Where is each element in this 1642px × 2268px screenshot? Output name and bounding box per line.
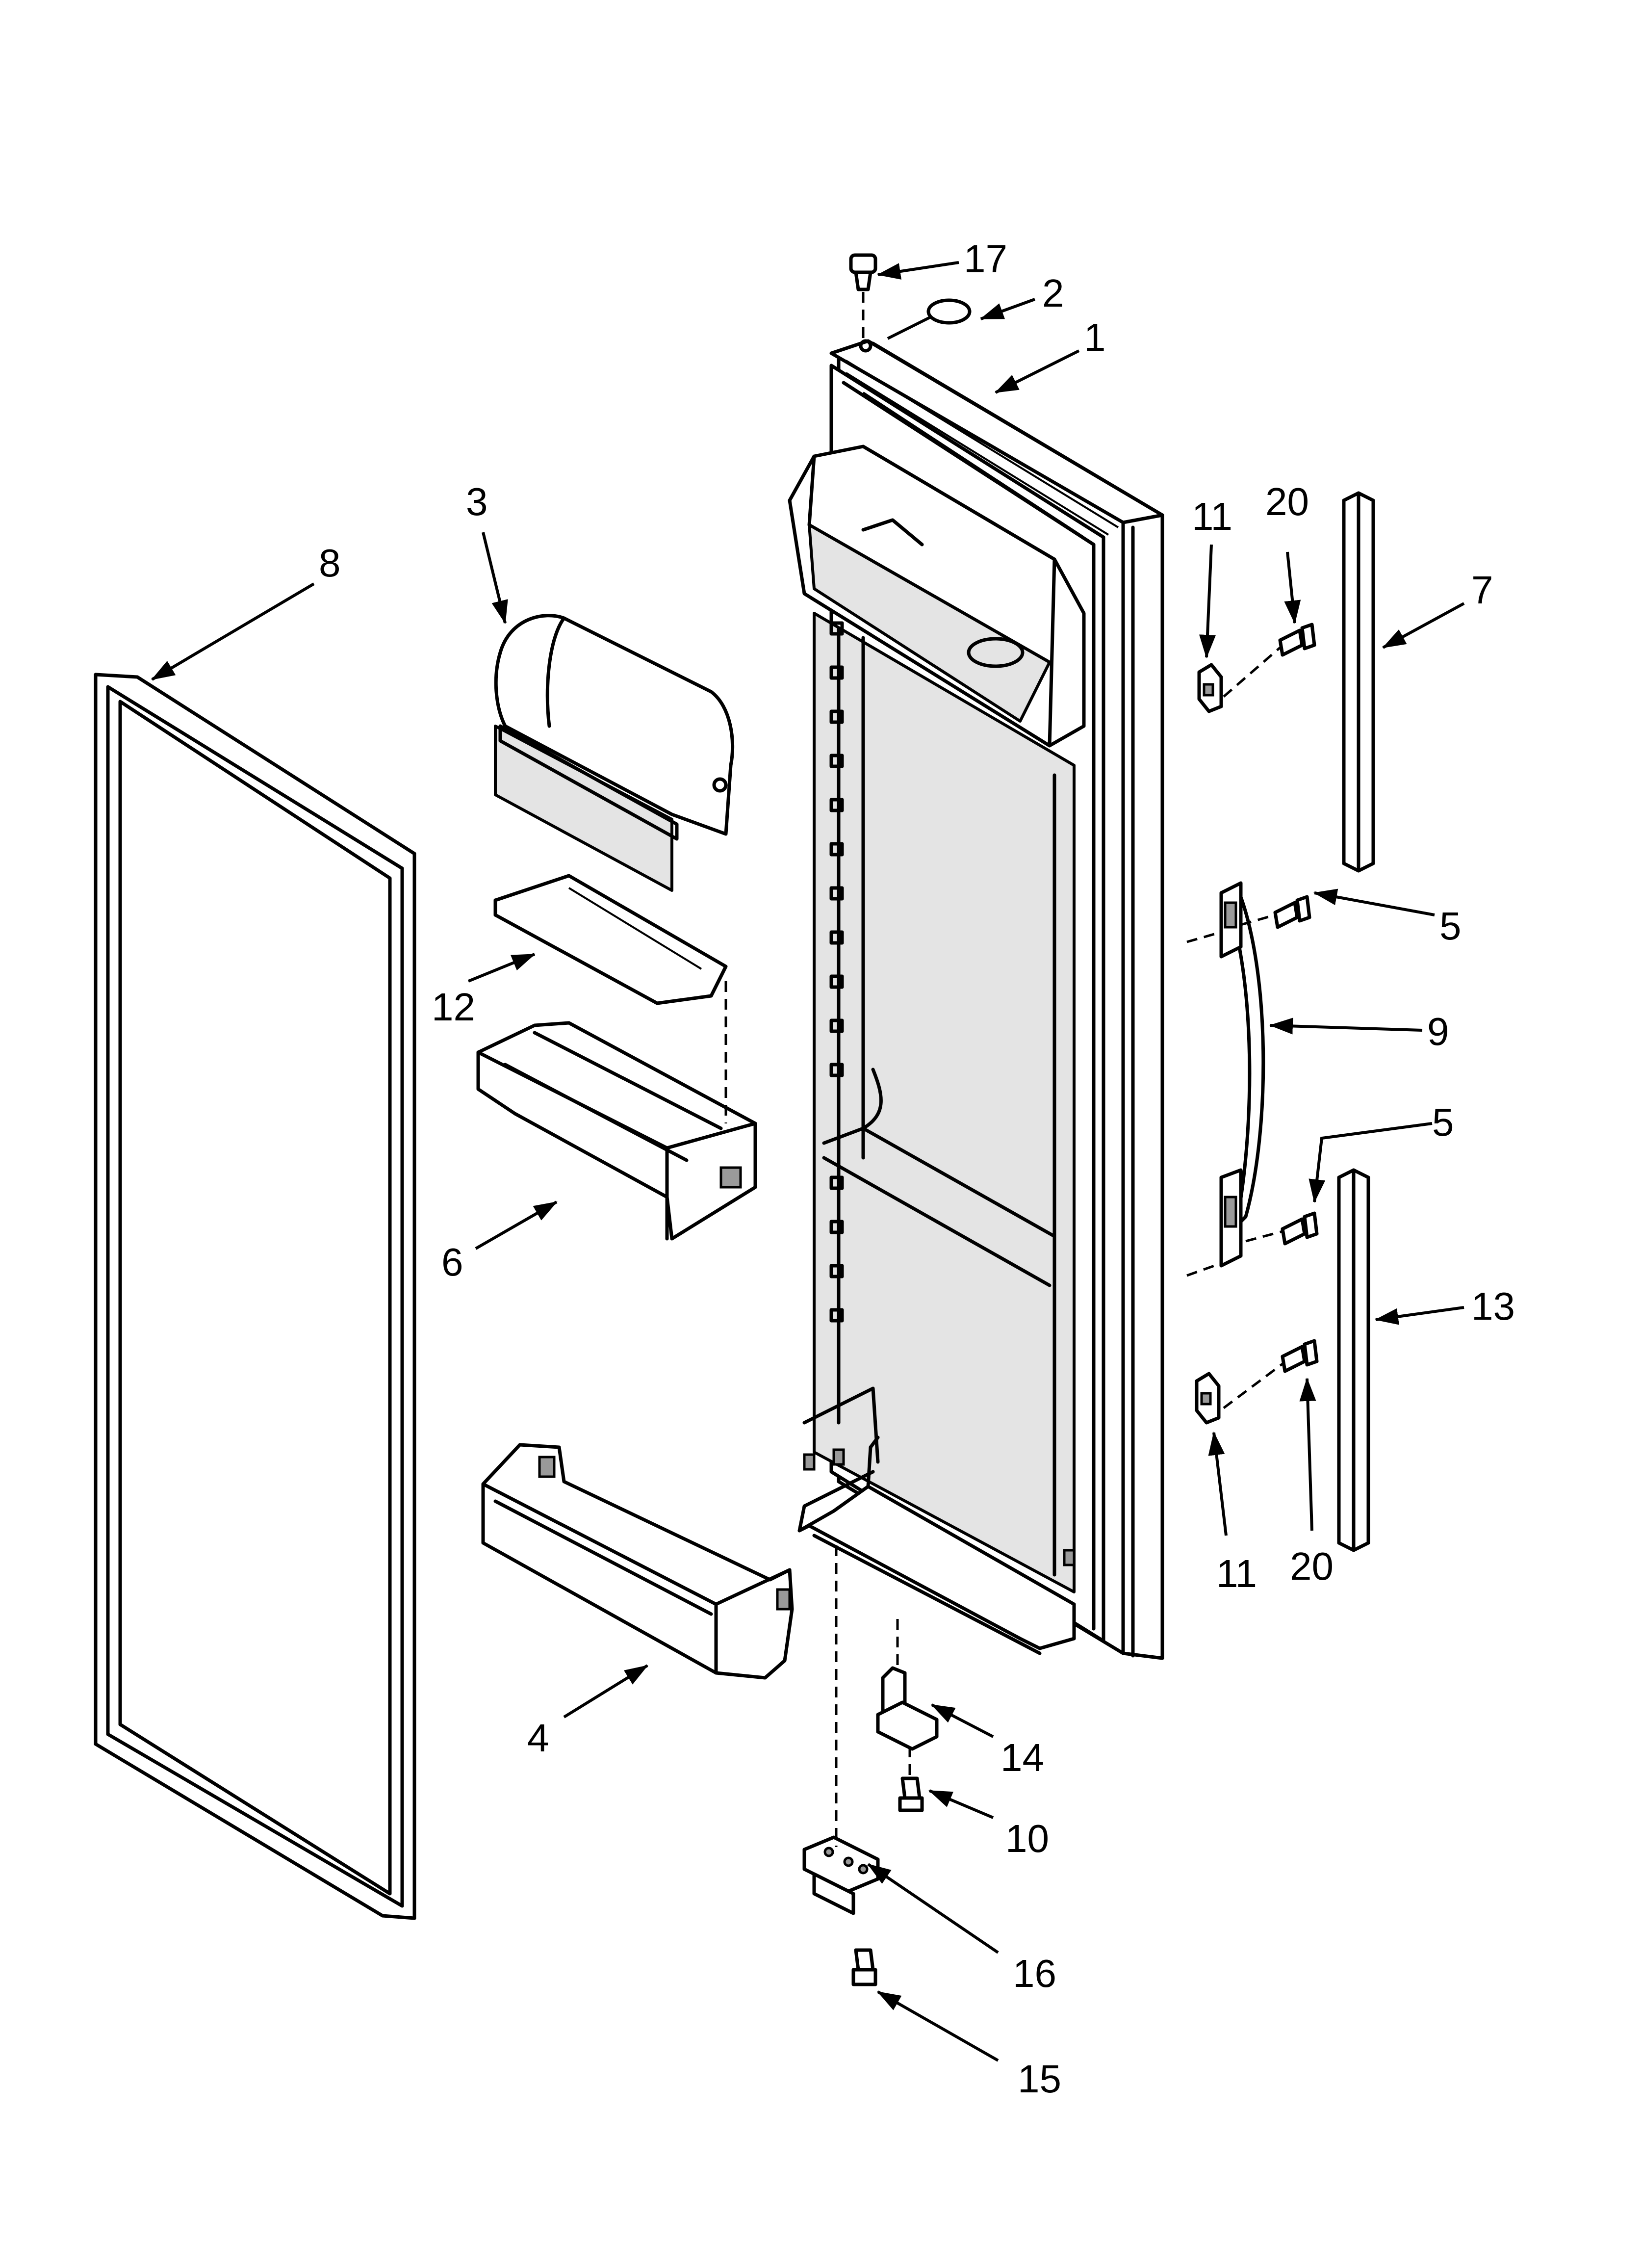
screw-part-5-lower xyxy=(1245,1211,1319,1246)
callout-12: 12 xyxy=(432,985,475,1029)
callout-20-lower: 20 xyxy=(1290,1544,1334,1588)
clip-part-11-lower xyxy=(1195,1372,1221,1425)
callout-5-upper: 5 xyxy=(1439,904,1462,948)
callout-7: 7 xyxy=(1471,568,1493,612)
callout-3: 3 xyxy=(466,480,488,523)
callout-11-upper: 11 xyxy=(1192,495,1232,538)
callout-17: 17 xyxy=(964,237,1007,281)
dairy-bin-lid-part xyxy=(493,874,728,1005)
callout-9: 9 xyxy=(1427,1010,1449,1053)
dairy-door-part xyxy=(494,614,735,892)
cap-part xyxy=(849,253,877,339)
callout-16: 16 xyxy=(1013,1952,1056,1995)
callout-10: 10 xyxy=(1005,1817,1049,1860)
screw-part-20-lower xyxy=(1223,1339,1319,1409)
callout-labels: 17 2 1 3 8 11 20 7 5 12 9 5 6 13 11 20 4… xyxy=(319,237,1515,2101)
hinge-plate-part xyxy=(802,1835,880,1915)
trim-strip-upper-part xyxy=(1342,491,1375,873)
dairy-bin-part xyxy=(476,1021,757,1241)
screw-part-20-upper xyxy=(1223,623,1316,698)
door-bin-part xyxy=(481,1443,794,1680)
ring-part xyxy=(926,298,972,325)
leader-lines xyxy=(151,261,1465,2062)
screw-part-15 xyxy=(851,1948,877,1986)
callout-20-upper: 20 xyxy=(1265,480,1309,523)
hinge-pin-part xyxy=(876,1619,939,1776)
shelf-pegs xyxy=(829,621,844,1323)
callout-11-lower: 11 xyxy=(1216,1552,1257,1595)
callout-4: 4 xyxy=(527,1716,549,1760)
callout-1: 1 xyxy=(1084,315,1106,359)
callout-2: 2 xyxy=(1042,271,1064,315)
screw-part-10 xyxy=(898,1776,924,1812)
door-gasket-part xyxy=(94,673,416,1920)
callout-15: 15 xyxy=(1018,2057,1061,2101)
callout-6: 6 xyxy=(441,1240,463,1284)
callout-8: 8 xyxy=(319,541,341,585)
screw-part-5-upper xyxy=(1240,895,1311,929)
callout-5-lower: 5 xyxy=(1432,1100,1454,1144)
trim-strip-lower-part xyxy=(1337,1168,1370,1552)
handle-part xyxy=(1186,881,1265,1277)
callout-14: 14 xyxy=(1001,1736,1044,1779)
door-assembly-part xyxy=(788,339,1164,1660)
callout-13: 13 xyxy=(1471,1284,1515,1328)
clip-part-11-upper xyxy=(1197,663,1223,713)
